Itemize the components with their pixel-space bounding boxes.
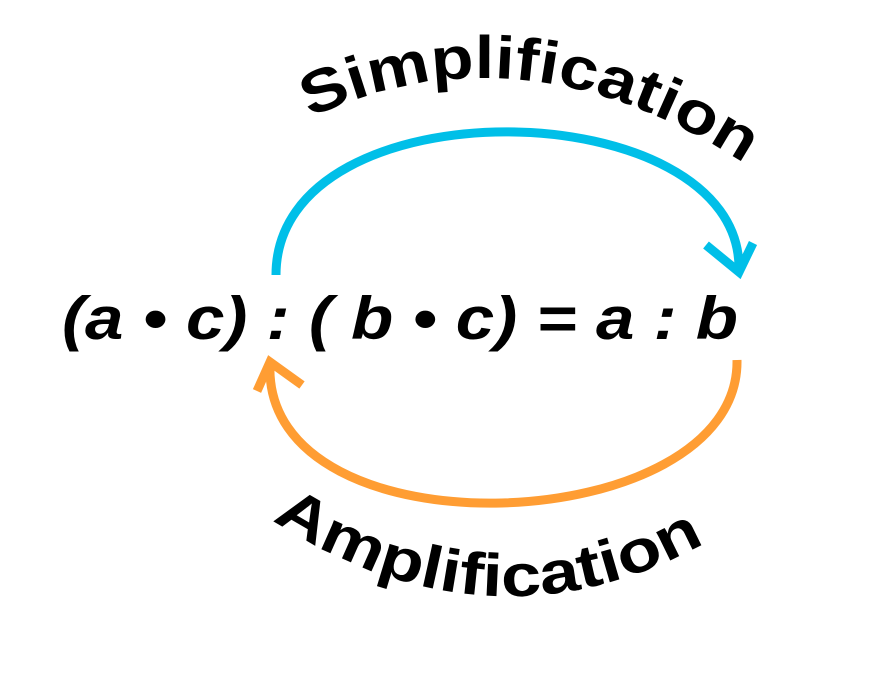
simplification-label: Simplification (289, 24, 772, 175)
equation: (a • c) : ( b • c) = a : b (62, 285, 738, 352)
amplification-label-text: Amplification (265, 474, 711, 610)
amplification-arrowhead (252, 355, 305, 393)
amplification-label: Amplification (265, 474, 711, 610)
simplification-arrow (271, 127, 744, 276)
amplification-arrow (265, 359, 742, 508)
simplification-arrowhead (703, 241, 758, 280)
simplification-label-text: Simplification (289, 24, 772, 175)
